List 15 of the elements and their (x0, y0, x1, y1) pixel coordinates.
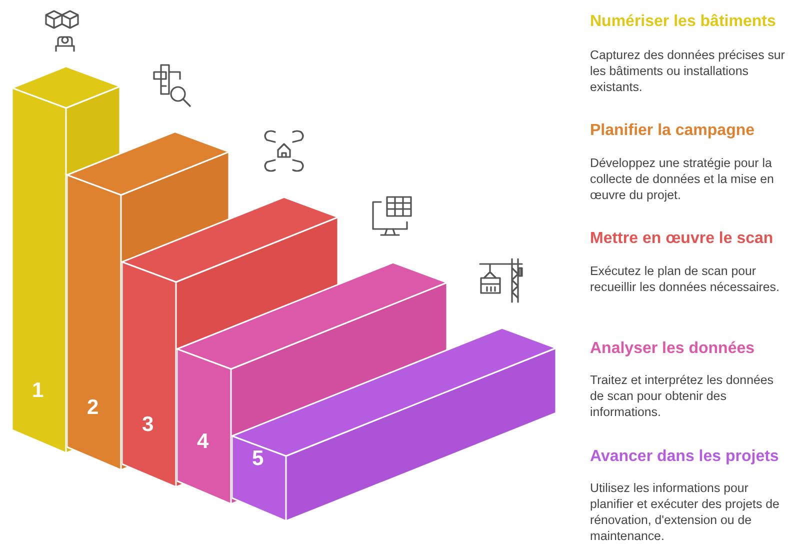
step-description: Capturez des données précises sur les bâtiments ou installations existants. (590, 47, 786, 95)
step-number: 2 (87, 397, 99, 419)
step-description: Exécutez le plan de scan pour recueillir les données nécessaires. (590, 263, 780, 295)
step-number: 4 (197, 431, 209, 453)
step-description: Traitez et interprétez les données de scan pour obtenir des informations. (590, 372, 774, 420)
step-number: 1 (32, 380, 44, 402)
step-heading: Avancer dans les projets (590, 447, 780, 466)
step-description: Développez une stratégie pour la collecte de données et la mise en œuvre du projet. (590, 155, 775, 203)
step-description: Utilisez les informations pour planifier et exécuter des projets de rénovation, d'extension ou de maintenance. (590, 480, 780, 544)
step-heading: Analyser les données (590, 339, 756, 358)
step-heading: Mettre en œuvre le scan (590, 229, 774, 248)
step-number: 5 (252, 448, 264, 470)
step-number: 3 (142, 414, 154, 436)
step-heading: Numériser les bâtiments (590, 12, 777, 31)
step-heading: Planifier la campagne (590, 121, 756, 140)
